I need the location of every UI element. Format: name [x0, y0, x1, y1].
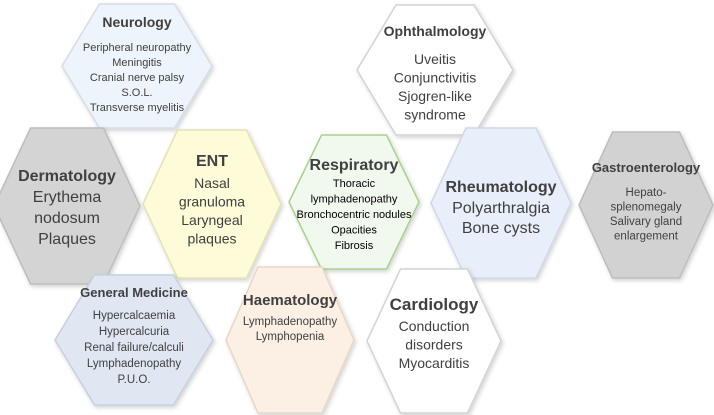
hexagon-item-respiratory: Bronchocentric nodules	[297, 209, 412, 221]
hexagon-title-ent: ENT	[196, 153, 228, 170]
hexagon-item-ent: Nasal	[194, 175, 230, 191]
hexagon-item-gastroenterology: Salivary gland	[610, 216, 682, 228]
hexagon-shape-haematology	[225, 266, 355, 414]
hexagon-title-gastroenterology: Gastroenterology	[592, 160, 701, 175]
hexagon-item-general-medicine: Hypercalcaemia	[93, 310, 176, 322]
hexagon-item-gastroenterology: enlargement	[614, 231, 679, 243]
hexagon-item-general-medicine: Renal failure/calculi	[84, 342, 184, 354]
hexagon-item-cardiology: Conduction	[399, 318, 470, 334]
hexagon-item-haematology: Lymphopenia	[256, 331, 325, 343]
hexagon-item-ent: plaques	[187, 231, 236, 247]
hexagon-item-cardiology: disorders	[405, 337, 463, 353]
hexagon-item-ent: granuloma	[179, 194, 245, 210]
hexagon-shape-cardiology	[366, 268, 502, 414]
hexagon-item-respiratory: Thoracic	[333, 178, 376, 190]
hexagon-item-respiratory: Opacities	[331, 225, 377, 237]
hexagon-shape-dermatology	[0, 127, 141, 285]
hexagon-item-haematology: Lymphadenopathy	[243, 316, 337, 328]
hexagon-item-dermatology: nodosum	[34, 210, 100, 227]
hexagon-item-neurology: Meningitis	[112, 57, 162, 69]
hexagon-item-gastroenterology: Hepato-	[626, 187, 667, 199]
hexagon-item-respiratory: lymphadenopathy	[311, 194, 398, 206]
hexagon-item-ophthalmology: Uveitis	[414, 51, 456, 67]
hexagon-item-dermatology: Erythema	[33, 189, 102, 206]
hexagon-ophthalmology: OphthalmologyUveitisConjunctivitisSjogre…	[356, 4, 514, 136]
hexagon-item-general-medicine: P.U.O.	[117, 374, 150, 386]
hexagon-item-general-medicine: Lymphadenopathy	[87, 358, 181, 370]
hexagon-item-respiratory: Fibrosis	[335, 240, 374, 252]
hexagon-gastroenterology: GastroenterologyHepato-splenomegalySaliv…	[578, 131, 714, 279]
hexagon-item-general-medicine: Hypercalcuria	[99, 326, 170, 338]
hexagon-item-neurology: Cranial nerve palsy	[90, 72, 185, 84]
hexagon-title-ophthalmology: Ophthalmology	[384, 23, 487, 39]
hexagon-item-rheumatology: Bone cysts	[462, 220, 540, 237]
hexagon-title-cardiology: Cardiology	[390, 295, 479, 314]
hexagon-shape-ophthalmology	[356, 4, 514, 136]
hexagon-shape-ent	[142, 129, 282, 279]
hexagon-shape-general-medicine	[54, 274, 214, 406]
hexagon-title-neurology: Neurology	[102, 14, 171, 30]
hexagon-item-neurology: Peripheral neuropathy	[83, 42, 192, 54]
hexagon-item-dermatology: Plaques	[38, 231, 96, 248]
hexagon-item-cardiology: Myocarditis	[399, 355, 470, 371]
hexagon-item-gastroenterology: splenomegaly	[611, 202, 682, 214]
hexagon-item-ophthalmology: Conjunctivitis	[394, 70, 476, 86]
hexagon-title-dermatology: Dermatology	[18, 168, 116, 185]
hexagon-title-haematology: Haematology	[243, 292, 338, 309]
hexagon-item-ent: Laryngeal	[181, 212, 243, 228]
hexagon-item-ophthalmology: syndrome	[404, 107, 466, 123]
hexagon-item-ophthalmology: Sjogren-like	[398, 88, 472, 104]
hexagon-title-respiratory: Respiratory	[310, 157, 399, 174]
hexagon-shape-gastroenterology	[578, 131, 714, 279]
hexagon-title-rheumatology: Rheumatology	[445, 179, 556, 196]
hexagon-item-rheumatology: Polyarthralgia	[452, 200, 550, 217]
hexagon-general-medicine: General MedicineHypercalcaemiaHypercalcu…	[54, 274, 214, 406]
hexagon-item-neurology: Transverse myelitis	[90, 102, 185, 114]
hexagon-title-general-medicine: General Medicine	[80, 285, 188, 300]
hexagon-item-neurology: S.O.L.	[121, 87, 152, 99]
